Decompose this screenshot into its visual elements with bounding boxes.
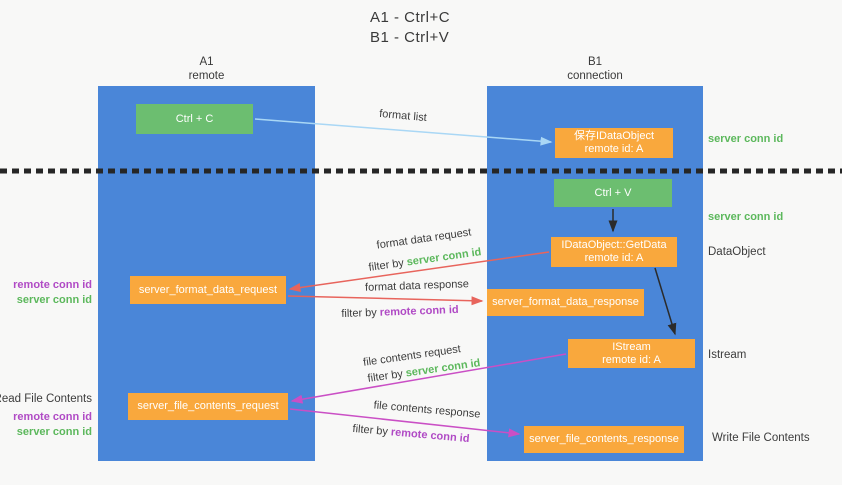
box-getdata-line1: IDataObject::GetData bbox=[561, 239, 667, 251]
remote-conn-id-text: remote conn id bbox=[390, 426, 470, 446]
label-format-list: format list bbox=[378, 107, 428, 125]
filter-by-text: filter by bbox=[366, 368, 404, 385]
diagram-title: A1 - Ctrl+C B1 - Ctrl+V bbox=[370, 8, 450, 48]
label-format-data-request: format data request bbox=[375, 226, 473, 252]
box-ctrl-v: Ctrl + V bbox=[554, 179, 672, 207]
column-b1-name: B1 bbox=[587, 56, 603, 68]
side-label-conn-ids-format: remote conn id server conn id bbox=[13, 278, 92, 308]
box-format-response-label: server_format_data_response bbox=[492, 296, 639, 308]
column-header-b1: B1 connection bbox=[487, 55, 703, 83]
box-format-request-label: server_format_data_request bbox=[138, 283, 278, 296]
side-label-server-conn-id-top: server conn id bbox=[708, 133, 784, 145]
remote-conn-id-label: remote conn id bbox=[13, 279, 92, 291]
box-file-request-label: server_file_contents_request bbox=[137, 400, 279, 412]
box-istream: IStream remote id: A bbox=[568, 339, 695, 368]
box-istream-line2: remote id: A bbox=[602, 353, 661, 366]
column-a1-subtitle: remote bbox=[188, 70, 225, 82]
server-conn-id-label: server conn id bbox=[16, 426, 92, 438]
title-line-2: B1 - Ctrl+V bbox=[370, 29, 450, 46]
title-line-1: A1 - Ctrl+C bbox=[370, 9, 451, 26]
box-server-file-contents-request: server_file_contents_request bbox=[128, 393, 288, 420]
server-conn-id-text: server conn id bbox=[405, 246, 483, 269]
box-server-file-contents-response: server_file_contents_response bbox=[524, 426, 684, 453]
label-file-contents-response: file contents response bbox=[373, 399, 481, 421]
filter-by-text: filter by bbox=[341, 306, 378, 321]
column-a1-name: A1 bbox=[199, 56, 214, 68]
box-idataobject-getdata: IDataObject::GetData remote id: A bbox=[551, 237, 677, 267]
box-save-idataobject-line2: remote id: A bbox=[584, 143, 644, 155]
side-label-conn-ids-file: remote conn id server conn id bbox=[13, 410, 92, 440]
box-save-idataobject-line1: 保存IDataObject bbox=[573, 130, 655, 142]
box-ctrl-v-label: Ctrl + V bbox=[594, 186, 632, 199]
box-save-idataobject: 保存IDataObject remote id: A bbox=[555, 128, 673, 158]
box-file-response-label: server_file_contents_response bbox=[529, 433, 679, 445]
box-ctrl-c: Ctrl + C bbox=[136, 104, 253, 134]
remote-conn-id-text: remote conn id bbox=[379, 303, 459, 319]
server-conn-id-label: server conn id bbox=[16, 294, 92, 306]
label-format-data-response: format data response bbox=[364, 278, 470, 294]
side-label-write-file-contents: Write File Contents bbox=[712, 432, 810, 444]
column-b1-subtitle: connection bbox=[567, 70, 623, 82]
box-ctrl-c-label: Ctrl + C bbox=[175, 112, 214, 125]
remote-conn-id-label: remote conn id bbox=[13, 411, 92, 423]
box-istream-line1: IStream bbox=[612, 340, 651, 353]
box-server-format-data-response: server_format_data_response bbox=[487, 289, 644, 316]
side-label-istream: Istream bbox=[708, 349, 747, 361]
box-server-format-data-request: server_format_data_request bbox=[130, 276, 286, 304]
filter-by-text: filter by bbox=[352, 422, 389, 438]
arrow-format-data-response bbox=[287, 295, 484, 306]
side-label-server-conn-id-mid: server conn id bbox=[708, 211, 784, 223]
side-label-read-file-contents: Read File Contents bbox=[0, 393, 92, 405]
filter-by-text: filter by bbox=[367, 257, 405, 274]
side-label-dataobject: DataObject bbox=[708, 246, 766, 258]
box-getdata-line2: remote id: A bbox=[584, 252, 644, 264]
column-header-a1: A1 remote bbox=[98, 55, 315, 83]
